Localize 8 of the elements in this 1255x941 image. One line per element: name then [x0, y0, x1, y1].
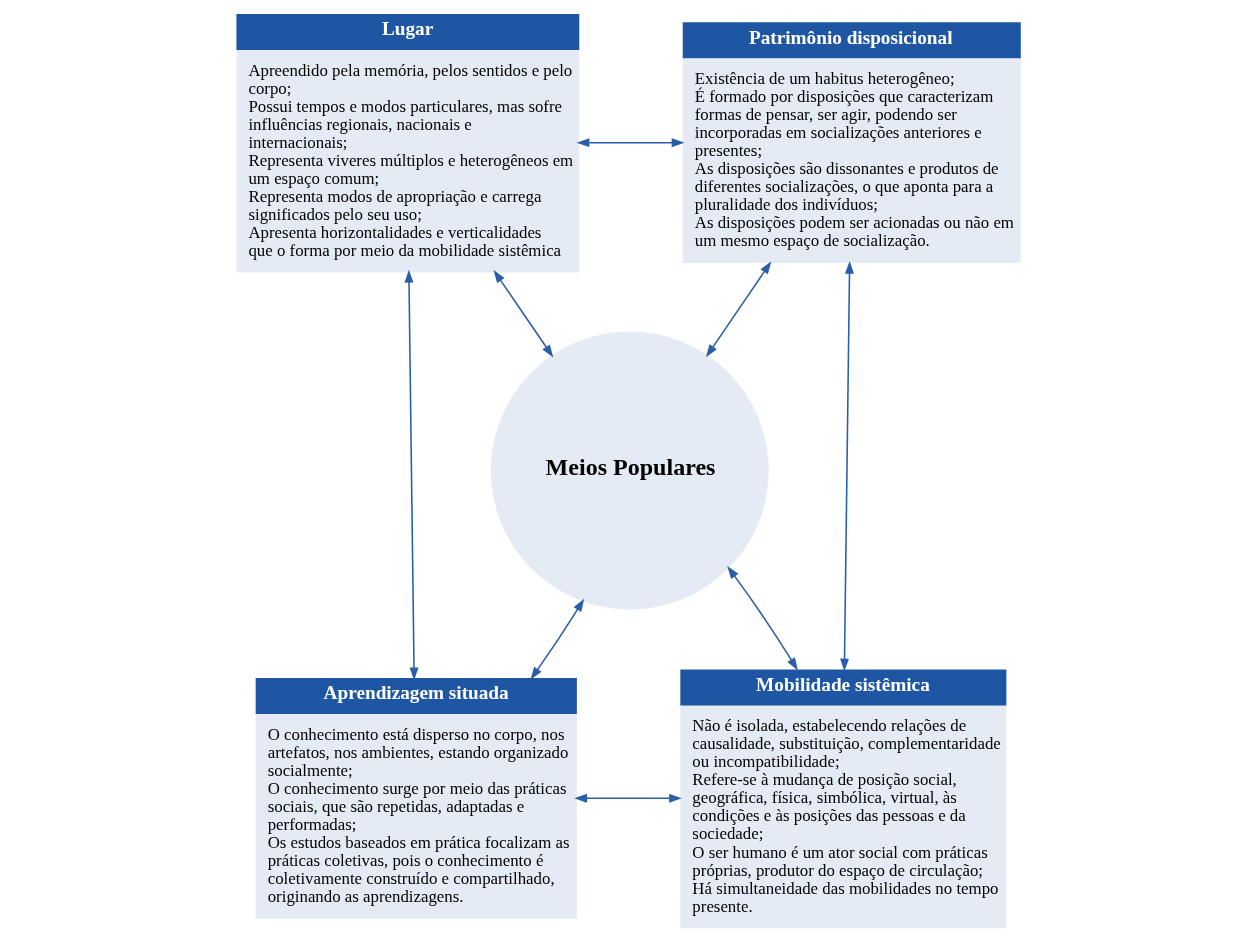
arrow — [404, 269, 418, 681]
arrow — [839, 260, 854, 672]
arrow — [529, 598, 584, 680]
arrow — [573, 793, 682, 803]
arrow — [493, 270, 553, 358]
arrow — [726, 566, 798, 671]
arrow — [576, 138, 684, 148]
arrow — [705, 261, 771, 358]
